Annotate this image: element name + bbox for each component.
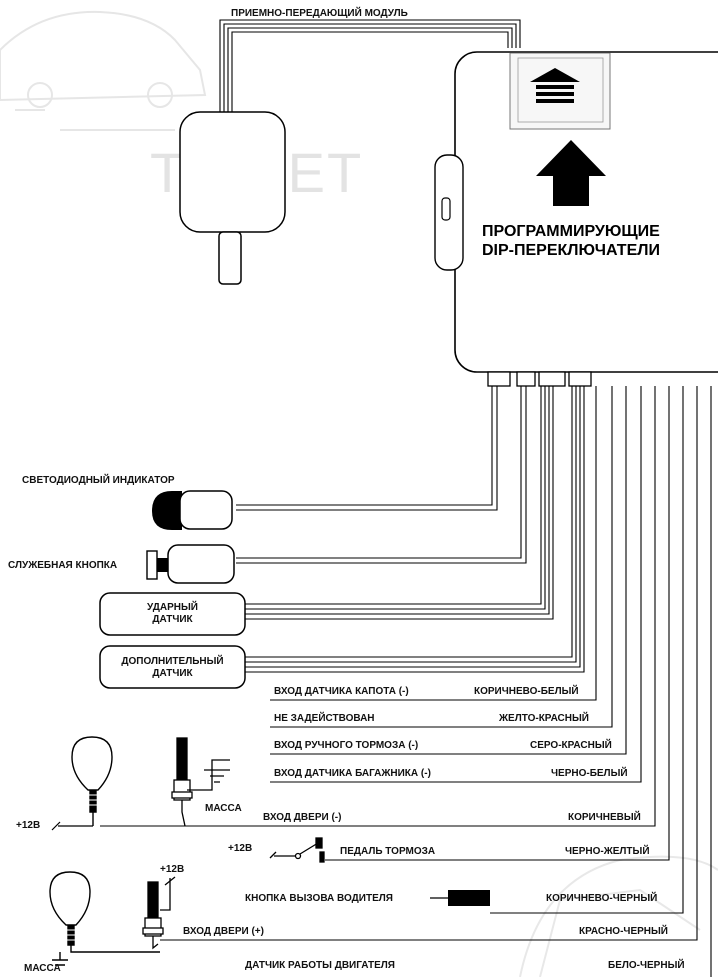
dip-switch-icon xyxy=(530,68,580,103)
plus12-label: +12В xyxy=(16,820,41,831)
wire-function-label: ВХОД ДАТЧИКА БАГАЖНИКА (-) xyxy=(274,768,431,779)
wire-function-label: ВХОД ДВЕРИ (+) xyxy=(183,926,264,937)
wire-function-label: КНОПКА ВЫЗОВА ВОДИТЕЛЯ xyxy=(245,893,393,904)
aux-sensor-wires xyxy=(245,386,585,673)
shock-sensor-label: УДАРНЫЙ ДАТЧИК xyxy=(147,602,198,625)
rf-module-wires xyxy=(219,19,521,120)
wire-color-label: КОРИЧНЕВЫЙ xyxy=(568,812,641,823)
service-button-wires xyxy=(236,386,527,564)
dip-title-line2: DIP-ПЕРЕКЛЮЧАТЕЛИ xyxy=(482,242,660,259)
service-button-cap xyxy=(146,550,158,580)
wire-function-label: ПЕДАЛЬ ТОРМОЗА xyxy=(340,846,436,857)
wire-function-label: НЕ ЗАДЕЙСТВОВАН xyxy=(274,713,375,724)
wire-color-label: КОРИЧНЕВО-БЕЛЫЙ xyxy=(474,686,579,697)
unit-connectors xyxy=(487,371,592,387)
dip-switch-window xyxy=(509,52,611,130)
ground-label: МАССА xyxy=(24,963,61,974)
plus12-label: +12В xyxy=(228,843,253,854)
led-wires xyxy=(236,386,498,511)
rf-module-label: ПРИЕМНО-ПЕРЕДАЮЩИЙ МОДУЛЬ xyxy=(231,8,408,19)
aux-sensor-label: ДОПОЛНИТЕЛЬНЫЙ ДАТЧИК xyxy=(121,656,224,679)
rf-module-box xyxy=(179,111,286,233)
wire-function-label: ВХОД ДВЕРИ (-) xyxy=(263,812,342,823)
wire-color-label: СЕРО-КРАСНЫЙ xyxy=(530,740,612,751)
wire-color-label: ЖЕЛТО-КРАСНЫЙ xyxy=(499,713,589,724)
driver-call-button xyxy=(448,890,490,906)
shock-sensor-wires xyxy=(245,386,554,620)
brake-pedal-switch xyxy=(269,837,325,863)
watermark-car-logo-br xyxy=(519,855,718,977)
rf-module-connector xyxy=(218,231,242,285)
shock-sensor-box xyxy=(99,592,246,636)
led-dome xyxy=(152,491,182,530)
arrow-up-icon xyxy=(536,140,606,206)
harness-wires xyxy=(100,386,712,977)
wire-function-label: ВХОД ДАТЧИКА КАПОТА (-) xyxy=(274,686,409,697)
wire-color-label: БЕЛО-ЧЕРНЫЙ xyxy=(608,960,685,971)
door-switch-plus-icon xyxy=(142,876,176,950)
door-switch-icon xyxy=(171,737,230,827)
service-button-body xyxy=(167,544,235,584)
plus12-symbol-1 xyxy=(51,821,93,831)
lamp-icon-2 xyxy=(49,871,160,966)
service-button-label: СЛУЖЕБНАЯ КНОПКА xyxy=(8,560,118,571)
aux-sensor-box xyxy=(99,645,246,689)
lamp-icon xyxy=(71,736,113,826)
led-label: СВЕТОДИОДНЫЙ ИНДИКАТОР xyxy=(22,475,175,486)
plus12-label: +12В xyxy=(160,864,185,875)
wire-function-label: ДАТЧИК РАБОТЫ ДВИГАТЕЛЯ xyxy=(245,960,395,971)
wire-color-label: ЧЕРНО-ЖЕЛТЫЙ xyxy=(565,846,650,857)
ground-label: МАССА xyxy=(205,803,242,814)
watermark-car-logo xyxy=(0,10,207,131)
wire-color-label: ЧЕРНО-БЕЛЫЙ xyxy=(551,768,628,779)
wire-color-label: КРАСНО-ЧЕРНЫЙ xyxy=(579,926,668,937)
wire-color-label: КОРИЧНЕВО-ЧЕРНЫЙ xyxy=(546,893,658,904)
wire-function-label: ВХОД РУЧНОГО ТОРМОЗА (-) xyxy=(274,740,419,751)
dip-title-line1: ПРОГРАММИРУЮЩИЕ xyxy=(482,223,660,240)
led-body xyxy=(179,490,233,530)
